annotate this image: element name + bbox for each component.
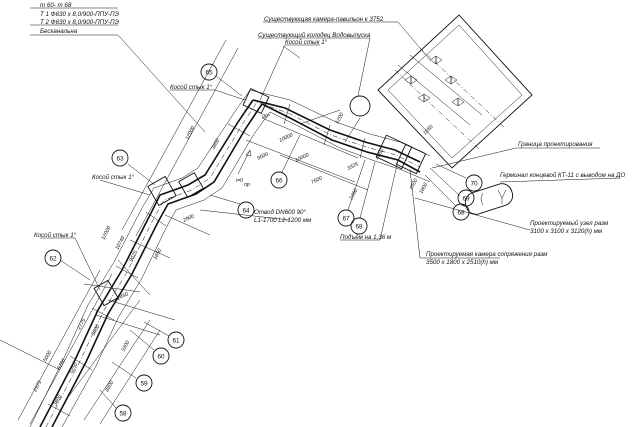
svg-text:63: 63 [116,156,124,163]
node-68-left: 68 [350,161,376,235]
title-line-2: Т 1 Ф630 х 8,0/900-ППУ-ПЭ [40,11,120,18]
chamber-valves [397,54,483,126]
svg-text:66: 66 [275,178,283,185]
dim-3800b: 3800 [90,324,101,337]
node-60: 60 [129,329,170,365]
title-line-3: Т 2 Ф630 х 8,0/900-ППУ-ПЭ [40,19,120,26]
callout-existing-well: Существующий колодец Водовыпуска [258,32,371,39]
svg-text:59: 59 [140,381,148,388]
dim-2775: 2775 [76,318,87,332]
node-62: 62 [44,249,91,281]
dim-4050: 4050 [374,148,385,161]
existing-well [349,95,371,117]
slope-label: i=0 [236,178,243,184]
svg-text:68: 68 [355,224,363,231]
callout-skew-joint-62: Косой стык 1° [34,232,77,239]
node-69: 69 [429,167,475,207]
dim-10000b: 10000 [294,152,310,164]
dim-12000: 12000 [184,125,196,141]
dim-5600: 5600 [256,151,269,161]
callout-skew-joint-top: Косой стык 1° [285,39,328,46]
dim-1200: 1200 [334,112,345,125]
dim-5000: 5000 [42,350,53,363]
pipeline-main [29,89,431,427]
svg-text:60: 60 [157,354,165,361]
svg-text:70: 70 [470,181,478,188]
node-59: 59 [111,361,153,392]
dim-9075: 9075 [128,250,139,263]
callout-rise: Подъём на 1,36 м [340,234,392,241]
node-markers: 58 59 60 61 62 63 64 [44,63,483,422]
svg-text:68: 68 [457,210,465,217]
node-64: 64 [209,194,255,219]
svg-text:69: 69 [462,196,470,203]
dimension-lines [0,39,369,425]
title-block: т 60- т 68 Т 1 Ф630 х 8,0/900-ППУ-ПЭ Т 2… [30,2,206,133]
dim-1050-label: 1050 [422,124,434,136]
callout-skew-joint-65: Косой стык 1° [170,84,213,91]
dim-7600: 7600 [310,175,323,185]
callout-outlet-2: L1-1700 L2-1200 мм [254,217,312,224]
joint-ticks [47,103,366,417]
callout-boundary: Граница проектирования [518,141,593,148]
dim-3800: 3800 [210,138,221,151]
svg-text:64: 64 [242,208,250,215]
callout-designed-chamber-2: 3500 х 1800 х 2510(h) мм [426,259,499,266]
svg-text:58: 58 [119,411,127,418]
callout-designed-node-1: Проектируемый узел разм [530,220,609,227]
dim-8500: 8500 [104,380,115,393]
dim-1650: 1650 [152,248,163,261]
title-line-1: т 60- т 68 [40,2,72,9]
dim-5700: 5700 [56,358,67,371]
dim-5250: 5250 [68,362,79,375]
dim-1800: 1800 [418,182,429,195]
node-65: 65 [200,63,243,97]
node-70: 70 [435,163,483,192]
node-61: 61 [143,321,185,349]
callout-skew-joint-63: Косой стык 1° [92,174,135,181]
svg-text:67: 67 [342,216,350,223]
dim-3800c: 3800 [52,394,63,407]
dim-90: 90° [262,114,270,120]
dim-2450: 2450 [115,291,129,302]
node-58: 58 [99,389,132,422]
node-66: 66 [270,134,301,189]
dim-3300: 3300 [120,340,131,353]
leader-lines [40,21,621,291]
callout-designed-chamber-1: Проектируемая камера сопряжения разм [426,251,548,258]
svg-text:65: 65 [205,70,213,77]
dim-2375: 2375 [32,380,43,394]
svg-text:61: 61 [172,338,180,345]
dim-12000b: 12000 [100,225,112,241]
joint-boxes [93,88,427,307]
dim-2900: 2900 [181,213,195,224]
existing-chamber: 1050 [377,14,533,169]
dim-2360: 2360 [348,188,359,202]
callout-terminal: Герминал концевой КТ-11 с выводом на ДО [500,172,626,179]
callout-designed-node-2: 3100 х 3100 х 3120(h) мм [530,228,603,235]
dim-4500: 4500 [408,178,419,191]
dim-10000a: 10000 [278,132,294,144]
dim-3325: 3325 [346,161,359,171]
callout-existing-chamber: Существующая камера-павильон к 3752 [264,16,384,23]
callout-outlet-1: Отвод DN600 90° [254,209,307,216]
north-label: пр [244,182,250,188]
node-67: 67 [337,159,366,227]
svg-text:62: 62 [49,256,57,263]
node-63: 63 [111,149,156,186]
dim-10740: 10740 [114,235,126,251]
slope-arrow: i=0 пр [236,149,252,188]
title-line-4: Бесканальна [40,28,78,35]
